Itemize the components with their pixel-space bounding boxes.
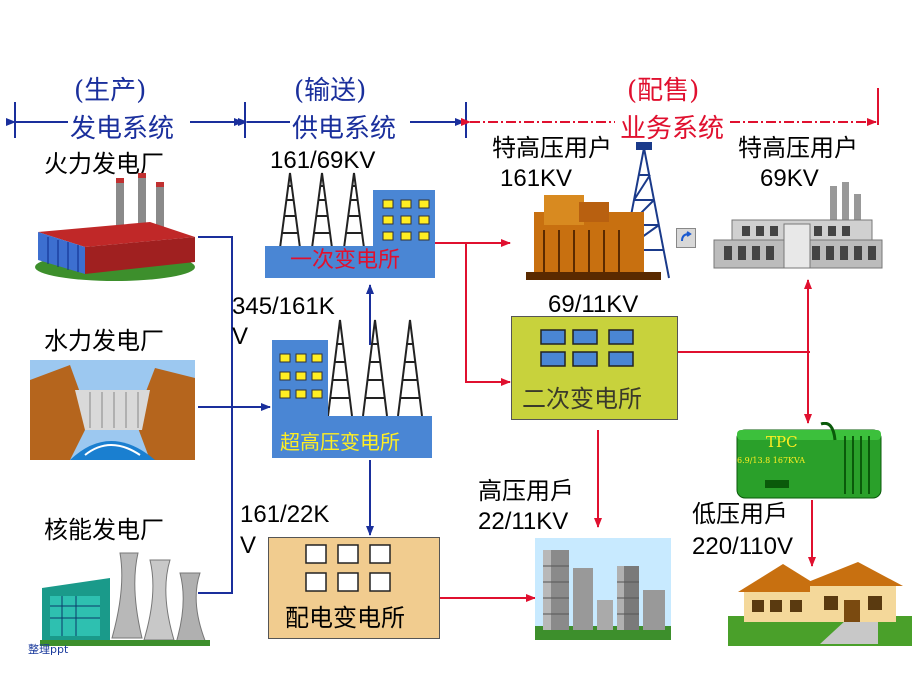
high-customer-voltage: 22/11KV — [478, 508, 569, 535]
hydro-plant-icon — [30, 360, 195, 460]
extra-high-customer-1-name: 特高压用户 — [492, 134, 612, 162]
tpc-transformer-icon — [736, 422, 882, 499]
extra-high-customer-1-icon — [526, 142, 670, 280]
return-button[interactable] — [676, 228, 696, 248]
thermal-plant-icon — [35, 173, 195, 281]
secondary-windows — [540, 329, 634, 367]
gen-paren: (生产) — [74, 76, 147, 106]
high-customer-city-icon — [535, 538, 671, 640]
extra-high-customer-2-icon — [713, 182, 883, 269]
nuclear-plant-icon — [40, 552, 210, 646]
ultra-voltage-line2: V — [232, 323, 249, 350]
header-span-supply — [238, 102, 467, 138]
gen-system-label: 发电系统 — [70, 114, 175, 144]
low-customer-voltage: 220/110V — [692, 533, 793, 560]
watermark: 整理ppt — [28, 643, 69, 656]
return-arrow-icon — [681, 231, 692, 242]
extra-high-customer-2-voltage: 69KV — [760, 165, 819, 192]
hydro-plant-label: 水力发电厂 — [44, 327, 164, 355]
extra-high-customer-2-name: 特高压用户 — [738, 134, 858, 162]
sale-system-label: 业务系统 — [620, 114, 725, 144]
low-customer-name: 低压用戶 — [692, 500, 788, 528]
secondary-substation-label: 二次变电所 — [522, 385, 642, 413]
secondary-voltage: 69/11KV — [548, 291, 639, 318]
ultra-substation-icon — [272, 319, 432, 458]
high-customer-name: 高压用戶 — [478, 477, 574, 505]
distribution-windows — [305, 544, 391, 592]
sale-paren: (配售) — [627, 76, 700, 106]
ultra-voltage-line1: 345/161K — [232, 293, 335, 320]
distribution-substation-label: 配电变电所 — [285, 604, 405, 632]
header-span-generation — [6, 102, 246, 138]
extra-high-customer-1-voltage: 161KV — [500, 165, 573, 192]
primary-substation-voltage: 161/69KV — [270, 147, 376, 174]
tpc-spec: 6.9/13.8 167KVA — [737, 456, 806, 465]
tpc-label: TPC — [766, 433, 798, 451]
distribution-voltage-line1: 161/22K — [240, 501, 330, 528]
primary-substation-icon — [265, 172, 435, 278]
distribution-voltage-line2: V — [240, 532, 257, 559]
nuclear-plant-label: 核能发电厂 — [44, 516, 164, 544]
ultra-substation-label: 超高压变电所 — [280, 430, 400, 454]
header-span-sales — [461, 88, 879, 126]
supply-system-label: 供电系统 — [292, 114, 397, 144]
low-customer-house-icon — [728, 562, 912, 646]
primary-substation-label: 一次变电所 — [290, 248, 401, 273]
supply-paren: (输送) — [294, 76, 367, 106]
